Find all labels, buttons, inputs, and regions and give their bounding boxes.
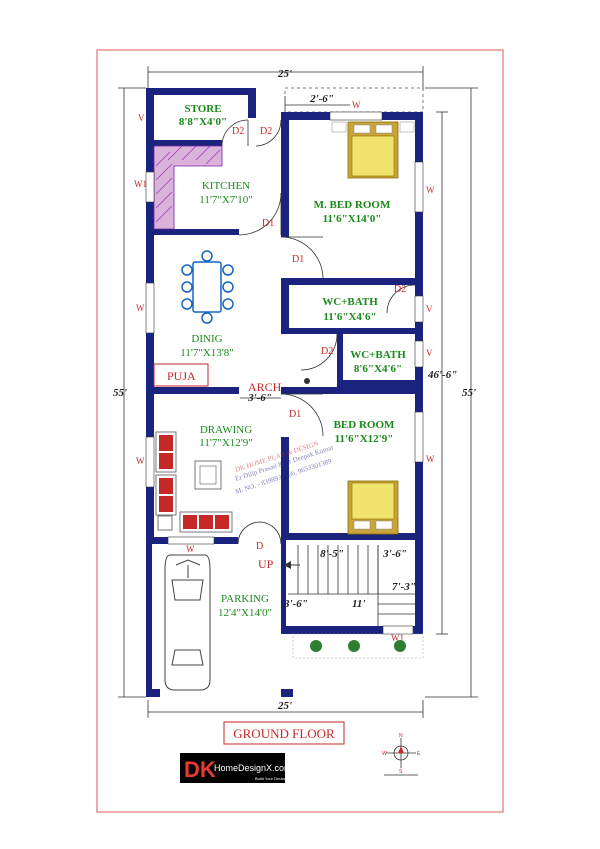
door-tag-kitchen-top: D2	[260, 126, 272, 137]
logo-dk: DK	[184, 757, 216, 782]
logo: DK HomeDesignX.com Build Your Dream	[180, 753, 292, 783]
logo-tagline: Build Your Dream	[255, 776, 287, 781]
window-tag-wc1: V	[426, 304, 433, 314]
arch-width-label: 3'-6"	[247, 392, 272, 404]
stair-up-label: UP	[258, 557, 274, 571]
wc-bath-2-name: WC+BATH	[350, 349, 406, 361]
drawing-dim: 11'7"X12'9"	[199, 437, 252, 449]
compass-e: E	[417, 751, 421, 757]
top-dimension: 25'	[147, 66, 424, 90]
window-tag-kitchen: W1	[134, 179, 147, 189]
master-bed-name: M. BED ROOM	[314, 199, 391, 211]
arch-dimension: 3'-6"	[240, 392, 281, 404]
bed-room-dim: 11'6"X12'9"	[335, 433, 394, 445]
compass-w: W	[382, 751, 387, 757]
dining-table	[181, 250, 234, 324]
window-tag-drawing: W	[136, 456, 145, 466]
inner-height-label: 46'-6"	[427, 369, 457, 381]
right-height-label: 55'	[462, 387, 476, 399]
window-tag-bed: W	[426, 454, 435, 464]
window-tag-store: V	[138, 113, 145, 123]
bottom-width-label: 25'	[277, 700, 292, 712]
store-name: STORE	[184, 103, 221, 115]
sofa-set	[155, 431, 233, 533]
stair-width-dim: 11'	[352, 598, 365, 610]
puja-label: PUJA	[167, 369, 196, 383]
kitchen-dim: 11'7"X7'10"	[199, 194, 252, 206]
door-tag-wc1: D2	[394, 284, 406, 295]
floor-title-box	[223, 721, 345, 745]
window-tag-bottom: W1	[391, 633, 404, 643]
left-height-label: 55'	[113, 387, 127, 399]
door-swings	[221, 119, 416, 545]
puja-box	[153, 363, 209, 387]
compass-icon: N W E S	[382, 733, 421, 776]
door-tag-bed: D1	[289, 409, 301, 420]
master-bed-furniture	[331, 121, 415, 179]
stair-small-dim: 3'-6"	[283, 598, 308, 610]
drawing-name: DRAWING	[200, 424, 252, 436]
right-dimension: 55' 46'-6"	[425, 87, 478, 698]
stair-left-dim: 8'-5"	[320, 548, 344, 560]
door-tag-main: D	[256, 541, 263, 552]
arch-label: ARCH	[248, 380, 282, 394]
top-offset-label: 2'-6"	[309, 93, 334, 105]
parking-name: PARKING	[221, 593, 269, 605]
compass-s: S	[399, 769, 403, 775]
garden-area	[292, 633, 424, 659]
compass-n: N	[399, 733, 403, 739]
floor-title: GROUND FLOOR	[233, 726, 335, 741]
logo-name: HomeDesignX.com	[214, 763, 292, 773]
page-border	[96, 49, 504, 813]
plants	[310, 640, 406, 652]
store-dim: 8'8"X4'0"	[179, 116, 227, 128]
bed-room-furniture	[347, 480, 399, 535]
window-tag-mbed-right: W	[426, 185, 435, 195]
wc-bath-2-dim: 8'6"X4'6"	[354, 363, 402, 375]
top-offset-dimension: 2'-6"	[284, 93, 350, 112]
car-icon	[164, 554, 211, 691]
stair-right-dim: 3'-6"	[382, 548, 407, 560]
window-tag-drawing-bottom: W	[186, 544, 195, 554]
top-width-label: 25'	[277, 68, 292, 80]
master-bed-dim: 11'6"X14'0"	[323, 213, 382, 225]
wc-bath-1-name: WC+BATH	[322, 296, 378, 308]
bottom-dimension: 25'	[147, 700, 424, 718]
staircase: UP 8'-5" 3'-6" 7'-3" 11' 3'-6"	[258, 545, 416, 626]
window-tag-wc2: V	[426, 348, 433, 358]
dining-name: DINIG	[191, 333, 222, 345]
window-tag-dining: W	[136, 303, 145, 313]
wc-bath-1-dim: 11'6"X4'6"	[323, 311, 376, 323]
dining-dim: 11'7"X13'8"	[180, 347, 233, 359]
door-tag-wc2: D2	[321, 346, 333, 357]
parking-dim: 12'4"X14'0"	[218, 607, 272, 619]
wc-fixture	[304, 378, 310, 384]
left-dimension: 55'	[113, 87, 146, 698]
bed-room-name: BED ROOM	[334, 419, 395, 431]
kitchen-name: KITCHEN	[202, 180, 250, 192]
window-tag-mbed-top: W	[352, 100, 361, 110]
door-tag-store: D2	[232, 126, 244, 137]
windows	[145, 111, 424, 635]
door-tag-mbed: D1	[292, 254, 304, 265]
door-tag-kitchen: D1	[262, 218, 274, 229]
stair-depth-dim: 7'-3"	[392, 581, 416, 593]
